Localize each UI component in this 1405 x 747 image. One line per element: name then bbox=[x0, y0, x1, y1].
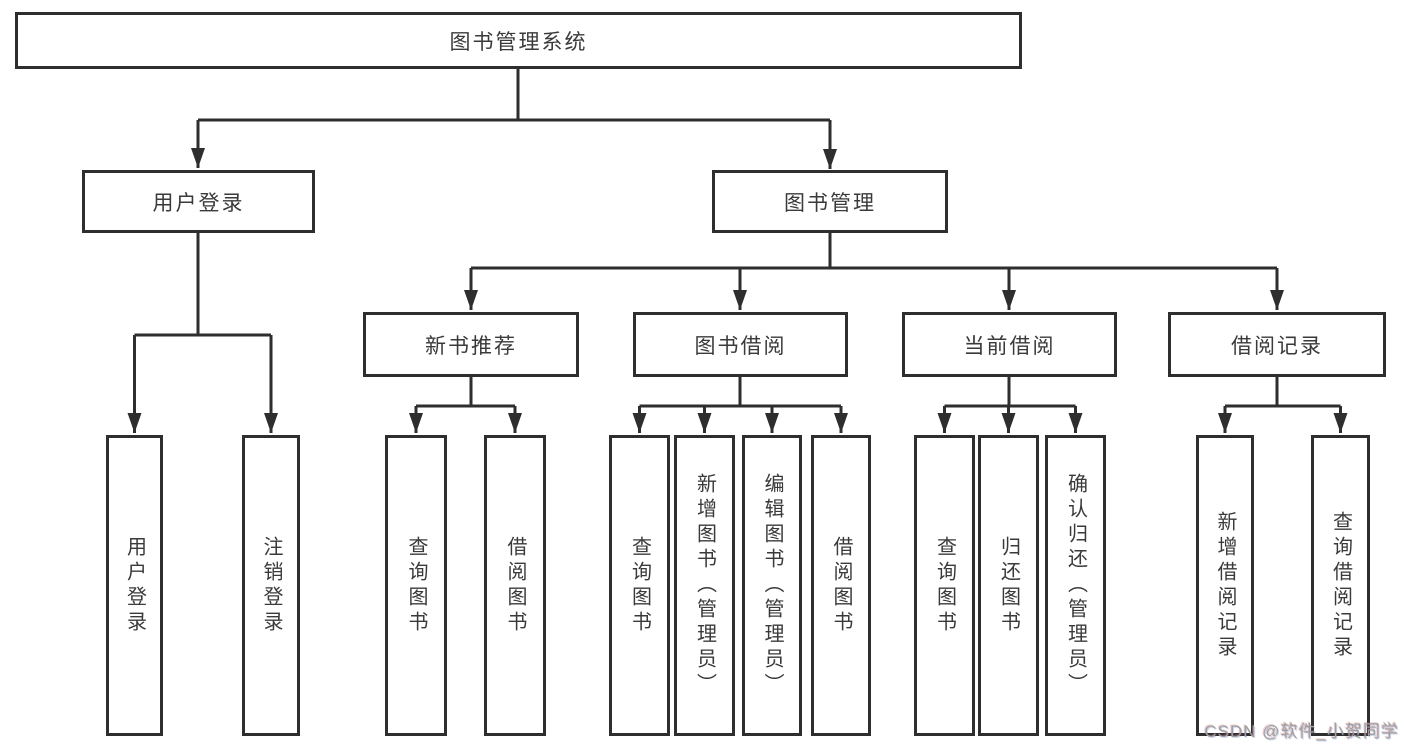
node-borrow-records-label: 借阅记录 bbox=[1231, 334, 1323, 358]
node-leaf-user-login-label: 用户登录 bbox=[123, 535, 146, 636]
node-leaf-user-login: 用户登录 bbox=[106, 435, 163, 736]
node-leaf-return-books-label: 归还图书 bbox=[997, 535, 1020, 636]
node-current-borrow: 当前借阅 bbox=[902, 312, 1117, 377]
node-book-management: 图书管理 bbox=[712, 170, 948, 233]
node-leaf-confirm-return-admin-label: 确认归还（管理员） bbox=[1064, 473, 1087, 698]
node-leaf-query-borrow-record: 查询借阅记录 bbox=[1311, 435, 1370, 736]
node-library-system-label: 图书管理系统 bbox=[449, 30, 588, 54]
node-leaf-logout: 注销登录 bbox=[242, 435, 300, 736]
node-leaf-borrow-query-books-label: 查询图书 bbox=[628, 535, 651, 636]
node-leaf-add-books-admin-label: 新增图书（管理员） bbox=[693, 473, 716, 698]
node-book-borrow: 图书借阅 bbox=[633, 312, 848, 377]
node-book-borrow-label: 图书借阅 bbox=[694, 334, 787, 358]
node-leaf-borrow-books: 借阅图书 bbox=[811, 435, 871, 736]
node-leaf-recommend-query-books: 查询图书 bbox=[385, 435, 447, 736]
node-leaf-borrow-books-label: 借阅图书 bbox=[830, 535, 852, 636]
node-leaf-add-books-admin: 新增图书（管理员） bbox=[674, 435, 735, 736]
node-leaf-current-query-books-label: 查询图书 bbox=[933, 535, 956, 636]
node-leaf-edit-books-admin-label: 编辑图书（管理员） bbox=[761, 473, 783, 698]
node-borrow-records: 借阅记录 bbox=[1168, 312, 1386, 377]
node-leaf-current-query-books: 查询图书 bbox=[914, 435, 975, 736]
node-user-login-label: 用户登录 bbox=[152, 191, 245, 215]
node-leaf-add-borrow-record-label: 新增借阅记录 bbox=[1214, 510, 1236, 661]
node-leaf-recommend-borrow-books-label: 借阅图书 bbox=[504, 535, 526, 636]
node-library-system: 图书管理系统 bbox=[15, 12, 1022, 69]
node-leaf-add-borrow-record: 新增借阅记录 bbox=[1196, 435, 1254, 736]
node-book-management-label: 图书管理 bbox=[784, 191, 876, 215]
node-new-book-recommend: 新书推荐 bbox=[363, 312, 579, 377]
csdn-watermark: CSDN @软件_小贺同学 bbox=[1204, 722, 1399, 741]
node-current-borrow-label: 当前借阅 bbox=[963, 334, 1056, 358]
node-new-book-recommend-label: 新书推荐 bbox=[425, 334, 517, 358]
node-leaf-recommend-borrow-books: 借阅图书 bbox=[484, 435, 546, 736]
node-leaf-logout-label: 注销登录 bbox=[260, 535, 282, 636]
node-leaf-query-borrow-record-label: 查询借阅记录 bbox=[1329, 510, 1352, 661]
node-user-login: 用户登录 bbox=[82, 170, 315, 233]
node-leaf-edit-books-admin: 编辑图书（管理员） bbox=[742, 435, 802, 736]
node-leaf-return-books: 归还图书 bbox=[978, 435, 1039, 736]
node-leaf-borrow-query-books: 查询图书 bbox=[609, 435, 670, 736]
node-leaf-recommend-query-books-label: 查询图书 bbox=[405, 535, 427, 636]
node-leaf-confirm-return-admin: 确认归还（管理员） bbox=[1045, 435, 1106, 736]
